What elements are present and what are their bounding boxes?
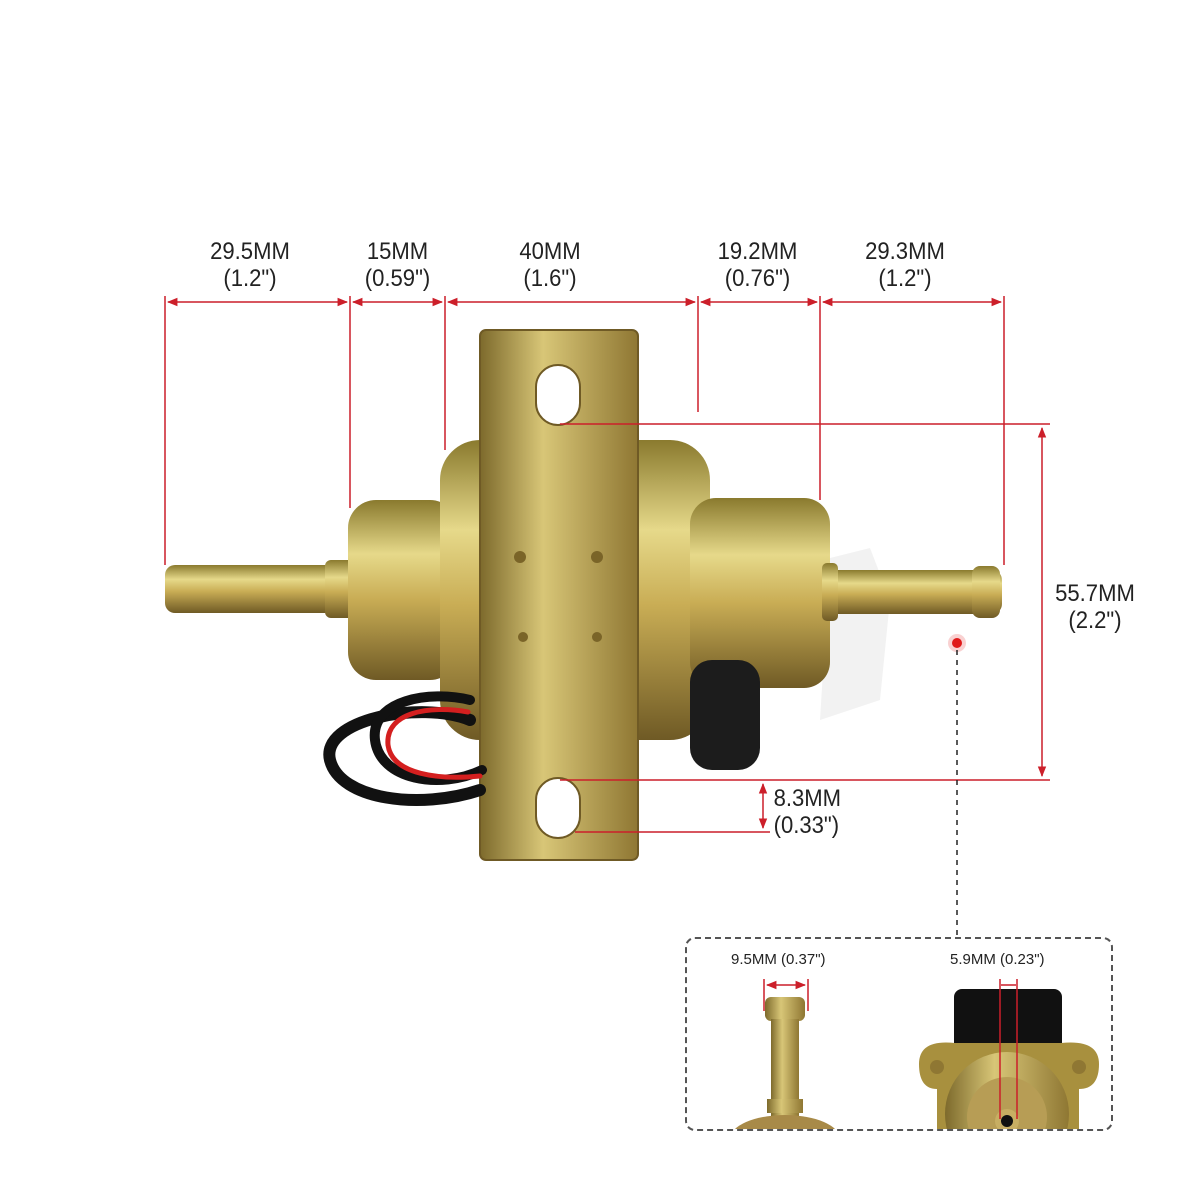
bracket-hole-top [535,364,581,426]
mounting-bracket [479,329,639,861]
callout-dot [952,638,962,648]
dim-label-inlet-length: 29.5MM(1.2") [210,238,290,292]
dim-label-height: 55.7MM(2.2") [1055,580,1135,634]
outlet-nipple [822,563,1002,621]
dim-label-bracket-offset: 8.3MM(0.33") [773,785,842,839]
nipple-diameter-label: 9.5MM (0.37") [731,951,826,968]
outlet-cap [690,498,830,688]
dim-label-body: 40MM(1.6") [519,238,581,292]
inlet-cap [348,500,458,680]
detail-inset: 9.5MM (0.37") 5.9MM (0.23") [685,937,1113,1131]
bracket-hole-bottom [535,777,581,839]
dimension-lines [164,296,1050,833]
wire-harness [323,691,487,806]
inset-graphics [735,979,1099,1129]
inlet-nipple [165,560,355,618]
dim-label-inlet-cap: 15MM(0.59") [364,238,431,292]
dim-label-outlet-length: 29.3MM(1.2") [865,238,945,292]
dim-label-outlet-cap: 19.2MM(0.76") [717,238,798,292]
rubber-sleeve [690,660,760,770]
outlet-diameter-label: 5.9MM (0.23") [950,951,1045,968]
